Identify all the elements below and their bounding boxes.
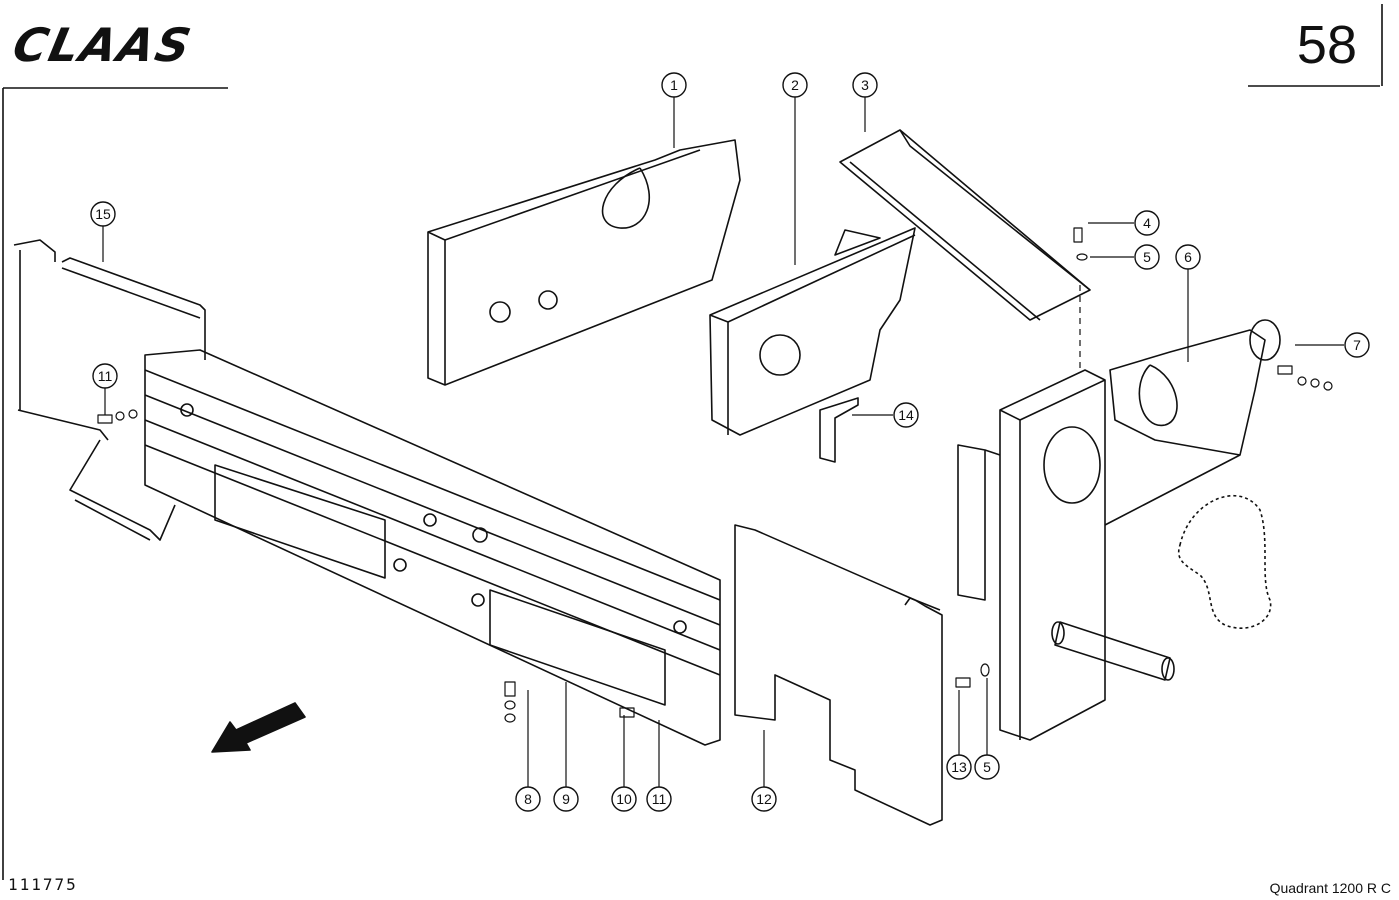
part-9-beam <box>144 349 721 746</box>
part-2-plate <box>709 227 916 436</box>
svg-text:11: 11 <box>652 791 667 807</box>
callout-7: 7 <box>1344 332 1370 358</box>
svg-text:1: 1 <box>670 77 678 93</box>
callout-5-lower: 5 <box>974 754 1000 780</box>
callout-3: 3 <box>852 72 878 98</box>
drive-shaft <box>1051 621 1175 681</box>
callout-4: 4 <box>1134 210 1160 236</box>
callout-13: 13 <box>946 754 972 780</box>
part-15-guard <box>13 239 206 441</box>
callout-5-upper: 5 <box>1134 244 1160 270</box>
svg-text:15: 15 <box>95 206 111 222</box>
svg-text:14: 14 <box>898 407 914 423</box>
svg-text:8: 8 <box>524 791 532 807</box>
page-number: 58 <box>1296 15 1357 75</box>
callout-group: 1 2 3 4 5 6 7 11 15 14 8 9 10 11 12 13 5 <box>90 72 1370 812</box>
part-14-bracket <box>819 397 859 463</box>
part-3-rail <box>839 129 1091 321</box>
svg-text:5: 5 <box>983 759 991 775</box>
direction-arrow <box>211 702 306 753</box>
callout-10: 10 <box>611 786 637 812</box>
callout-11-bottom: 11 <box>646 786 672 812</box>
svg-text:3: 3 <box>861 77 869 93</box>
callout-9: 9 <box>553 786 579 812</box>
callout-2: 2 <box>782 72 808 98</box>
ghost-bearing-outline <box>1178 494 1272 629</box>
callout-1: 1 <box>661 72 687 98</box>
svg-text:2: 2 <box>791 77 799 93</box>
callout-6: 6 <box>1175 244 1201 270</box>
part-6-plate <box>1104 319 1281 526</box>
lower-left-bracket <box>69 439 176 541</box>
leader-lines <box>102 97 1344 787</box>
svg-text:4: 4 <box>1143 215 1151 231</box>
callout-12: 12 <box>751 786 777 812</box>
svg-text:5: 5 <box>1143 249 1151 265</box>
svg-text:13: 13 <box>951 759 967 775</box>
svg-text:6: 6 <box>1184 249 1192 265</box>
svg-text:12: 12 <box>756 791 772 807</box>
callout-15: 15 <box>90 201 116 227</box>
svg-text:11: 11 <box>98 368 113 384</box>
svg-text:7: 7 <box>1353 337 1361 353</box>
callout-11-left: 11 <box>92 363 118 389</box>
model-label: Quadrant 1200 R C <box>1269 880 1391 896</box>
tall-housing <box>957 369 1106 741</box>
part-12-plate <box>734 524 943 826</box>
svg-text:9: 9 <box>562 791 570 807</box>
callout-8: 8 <box>515 786 541 812</box>
part-1-plate <box>427 139 741 386</box>
drawing-number: 111775 <box>8 875 78 894</box>
svg-text:10: 10 <box>616 791 632 807</box>
hardware-bolts <box>97 227 1333 723</box>
callout-14: 14 <box>893 402 919 428</box>
